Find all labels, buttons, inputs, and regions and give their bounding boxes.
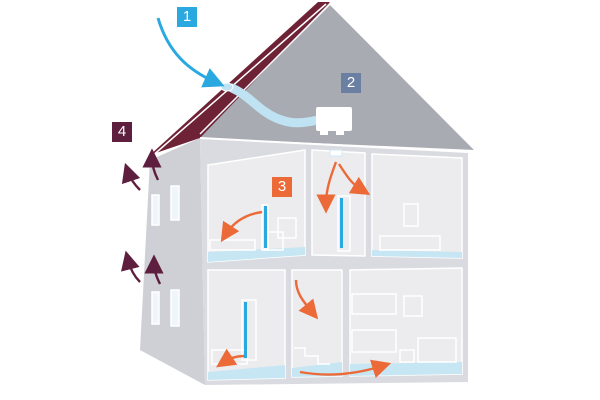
- upper-room-right: [371, 153, 463, 259]
- intake-duct: [227, 83, 323, 128]
- marker-1-badge: 1: [177, 7, 197, 27]
- ventilation-unit: [316, 107, 352, 131]
- supply-air-arrow: [156, 17, 225, 88]
- marker-3-badge: 3: [272, 177, 292, 197]
- lower-room-right: [349, 267, 463, 377]
- lower-room-middle: [291, 269, 343, 378]
- floor-upper-right: [372, 250, 462, 258]
- upper-room-left: [207, 149, 306, 263]
- appliance-accents: [244, 198, 343, 358]
- exhaust-air-arrows: [121, 148, 164, 285]
- marker-4-badge: 4: [112, 122, 132, 142]
- side-wall: [140, 138, 205, 385]
- ceiling-diffuser: [329, 149, 343, 157]
- side-windows: [151, 185, 180, 327]
- roof-vent: [220, 82, 234, 92]
- room-airflow-arrows: [216, 161, 392, 379]
- floor-lower-left: [208, 365, 285, 380]
- marker-2-badge: 2: [341, 73, 361, 93]
